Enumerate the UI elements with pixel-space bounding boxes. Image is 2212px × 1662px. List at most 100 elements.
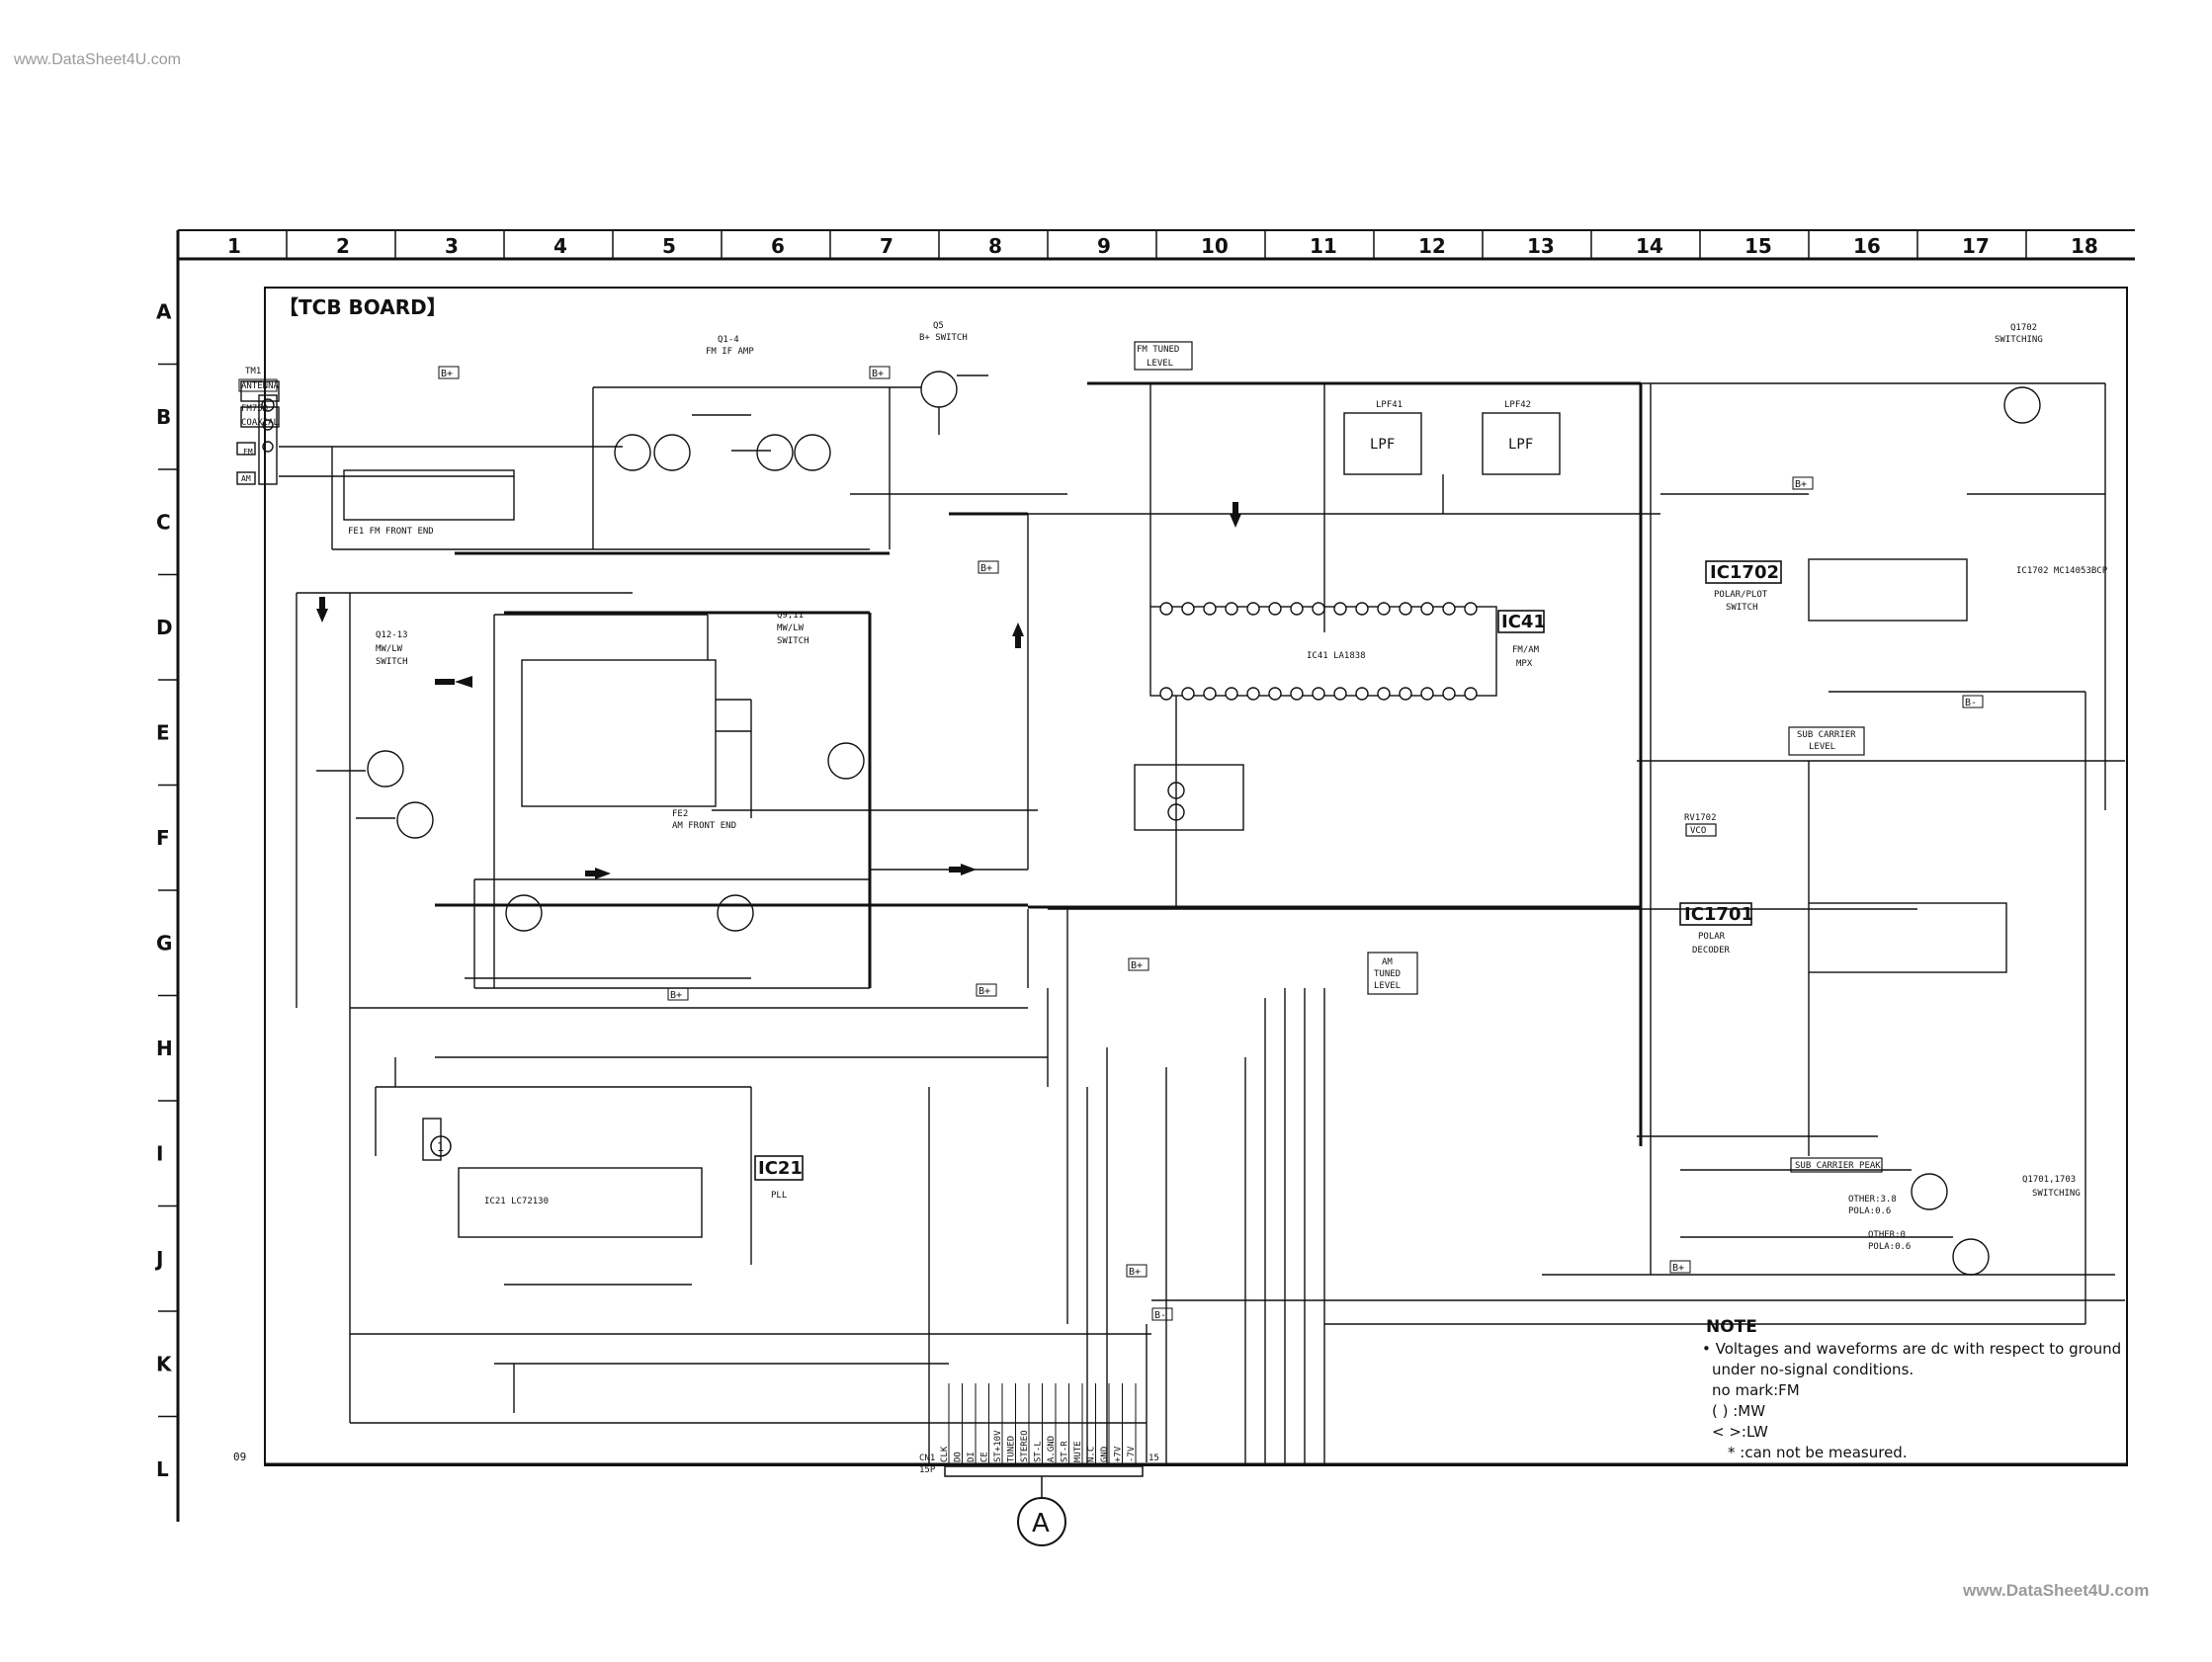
bplus-marker: B+ — [670, 990, 682, 1001]
page-ref: 09 — [233, 1451, 246, 1463]
lpf41: LPF41 — [1376, 400, 1403, 410]
bplus-marker: B+ — [1129, 1267, 1141, 1278]
grid-column-label: 6 — [771, 234, 785, 258]
fm-jack: FM — [243, 448, 253, 457]
connector-a-label: A — [1032, 1509, 1050, 1538]
note-line2: under no-signal conditions. — [1712, 1361, 1914, 1378]
vco-label: VCO — [1690, 826, 1706, 836]
q9-desc: MW/LW — [777, 623, 805, 633]
grid-row-label: B — [156, 405, 171, 429]
ic41-desc: FM/AM — [1512, 645, 1540, 655]
antenna-label: ANTENNA — [241, 381, 280, 391]
connector-pin-label: GND — [1100, 1447, 1110, 1462]
grid-column-label: 5 — [662, 234, 676, 258]
fm-tuned-level: FM TUNED — [1137, 345, 1179, 355]
connector-pin-label: ST+10V — [993, 1430, 1003, 1462]
grid-column-label: 17 — [1962, 234, 1990, 258]
antenna-coax: COAXIAL — [241, 418, 279, 428]
q12-desc: MW/LW — [376, 644, 403, 654]
tm1-label: TM1 — [245, 367, 261, 376]
grid-column-label: 4 — [553, 234, 567, 258]
fm-if-amp-ref: Q1-4 — [718, 335, 739, 345]
ic21-part: IC21 LC72130 — [484, 1197, 549, 1206]
grid-row-label: C — [156, 510, 171, 534]
bplus-marker: B+ — [978, 986, 990, 997]
connector-pin-label: ST-L — [1034, 1441, 1044, 1462]
grid-column-label: 1 — [227, 234, 241, 258]
lpf42: LPF42 — [1504, 400, 1531, 410]
connector-label: CN1 — [919, 1454, 935, 1463]
other-pola2b: POLA:0.6 — [1868, 1242, 1911, 1252]
note-line1: • Voltages and waveforms are dc with res… — [1702, 1340, 2121, 1358]
antenna-type: FM75Ω — [241, 404, 269, 414]
wiring — [236, 371, 2125, 1477]
lpf41-symbol: LPF — [1370, 437, 1395, 453]
grid-row-label: E — [156, 720, 170, 744]
note-line3: no mark:FM — [1712, 1381, 1800, 1399]
am-jack: AM — [241, 474, 251, 483]
grid-column-label: 9 — [1097, 234, 1111, 258]
q12-label: Q12-13 — [376, 630, 408, 640]
ic41-desc2: MPX — [1516, 659, 1533, 669]
grid-column-label: 8 — [988, 234, 1002, 258]
grid-row-label: I — [156, 1141, 163, 1165]
q5-desc: B+ SWITCH — [919, 333, 968, 343]
q9-label: Q9,11 — [777, 611, 804, 621]
grid-row-label: A — [156, 299, 172, 323]
bplus-marker: B+ — [1795, 479, 1807, 490]
ic21-desc: PLL — [771, 1191, 787, 1201]
am-tuned: AM — [1382, 957, 1393, 967]
fm-if-amp: FM IF AMP — [706, 347, 754, 357]
connector-pin-label: TUNED — [1007, 1436, 1017, 1462]
bplus-marker: B+ — [1672, 1263, 1684, 1274]
lpf42-symbol: LPF — [1508, 437, 1533, 453]
am-tuned2: TUNED — [1374, 969, 1401, 979]
watermark-top: www.DataSheet4U.com — [14, 51, 181, 68]
fm-front-end: FE1 FM FRONT END — [348, 527, 434, 537]
q5-label: Q5 — [933, 321, 944, 331]
connector-pin-label: DO — [954, 1452, 964, 1462]
note-line4: ( ) :MW — [1712, 1402, 1765, 1420]
note-title: NOTE — [1706, 1317, 1757, 1337]
grid-row-label: G — [156, 931, 172, 955]
ic21-name: IC21 — [758, 1158, 803, 1179]
grid-row-label: F — [156, 826, 170, 850]
connector-pin-label: N.C — [1087, 1447, 1097, 1462]
connector-pin-label: CE — [980, 1452, 990, 1462]
grid-column-label: 2 — [336, 234, 350, 258]
am-front-end: AM FRONT END — [672, 821, 736, 831]
connector-pin-label: ST-R — [1061, 1441, 1070, 1462]
connector-pin-label: -7V — [1127, 1446, 1137, 1462]
note-block: NOTE • Voltages and waveforms are dc wit… — [1702, 1317, 2121, 1461]
q1702-desc: SWITCHING — [1995, 335, 2043, 345]
bminus-marker: B- — [1965, 698, 1977, 708]
grid-row-label: H — [156, 1037, 173, 1060]
note-line6: * :can not be measured. — [1728, 1444, 1908, 1461]
grid-row-label: K — [156, 1352, 173, 1375]
board-title: 【TCB BOARD】 — [279, 295, 447, 319]
connector-pin-label: A.GND — [1047, 1436, 1057, 1462]
grid-column-label: 15 — [1744, 234, 1772, 258]
grid-column-label: 18 — [2071, 234, 2098, 258]
grid-column-label: 7 — [880, 234, 893, 258]
fm-tuned-level2: LEVEL — [1147, 359, 1173, 369]
ic41-name: IC41 — [1501, 612, 1546, 632]
q1702-label: Q1702 — [2010, 323, 2037, 333]
ic1701-desc: POLAR — [1698, 932, 1726, 942]
grid-column-label: 3 — [445, 234, 459, 258]
grid-column-label: 12 — [1418, 234, 1446, 258]
grid-row-label: D — [156, 616, 173, 639]
other-pola2: OTHER:0 — [1868, 1230, 1906, 1240]
grid-row-label: L — [156, 1457, 169, 1481]
connector-pin-15: 15 — [1149, 1454, 1159, 1463]
ic1702-name: IC1702 — [1710, 562, 1779, 583]
connector-pins: 15P — [919, 1465, 936, 1475]
board-frame — [264, 287, 2128, 1466]
grid-column-label: 13 — [1527, 234, 1555, 258]
bplus-marker: B+ — [1131, 960, 1143, 971]
q12-desc2: SWITCH — [376, 657, 408, 667]
am-tuned3: LEVEL — [1374, 981, 1401, 991]
grid-column-label: 16 — [1853, 234, 1881, 258]
ic1702-desc: POLAR/PLOT — [1714, 590, 1768, 600]
signal-arrows — [316, 502, 1241, 879]
